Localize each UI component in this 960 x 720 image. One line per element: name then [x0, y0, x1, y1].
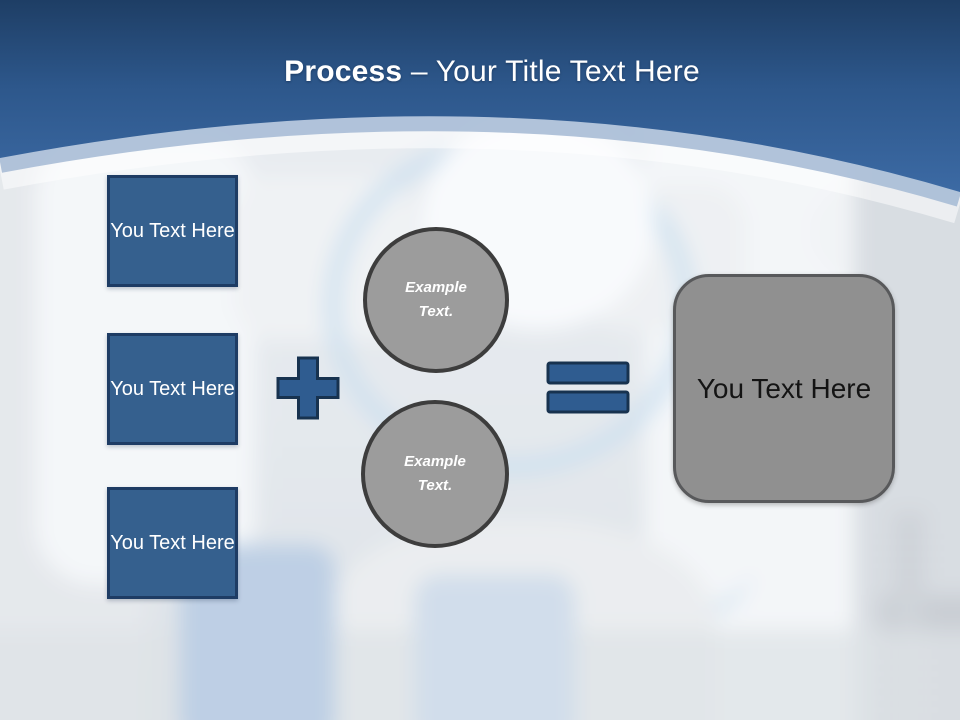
- step-box-2-label: You Text Here: [110, 378, 235, 400]
- page-title-emphasis: Process: [284, 55, 403, 88]
- step-box-2: You Text Here: [107, 333, 238, 445]
- example-circle-1: Example Text.: [363, 227, 509, 373]
- result-box: You Text Here: [673, 274, 895, 503]
- header-curve: [0, 0, 960, 224]
- step-box-1-label: You Text Here: [110, 220, 235, 242]
- example-circle-1-label: Example Text.: [405, 279, 467, 320]
- page-title-rest: – Your Title Text Here: [410, 55, 700, 88]
- page-title: Process – Your Title Text Here: [12, 55, 960, 89]
- step-box-3-label: You Text Here: [110, 532, 235, 554]
- example-circle-2-label: Example Text.: [404, 453, 466, 494]
- step-box-3: You Text Here: [107, 487, 238, 599]
- step-box-1: You Text Here: [107, 175, 238, 287]
- equals-icon: [546, 361, 630, 414]
- example-circle-2: Example Text.: [361, 400, 509, 548]
- header-blue-fill: [0, 0, 960, 192]
- plus-icon: [276, 356, 340, 420]
- photo-blob-pants-center: [415, 575, 575, 720]
- result-box-label: You Text Here: [696, 372, 872, 404]
- header-steel-band: [0, 109, 960, 207]
